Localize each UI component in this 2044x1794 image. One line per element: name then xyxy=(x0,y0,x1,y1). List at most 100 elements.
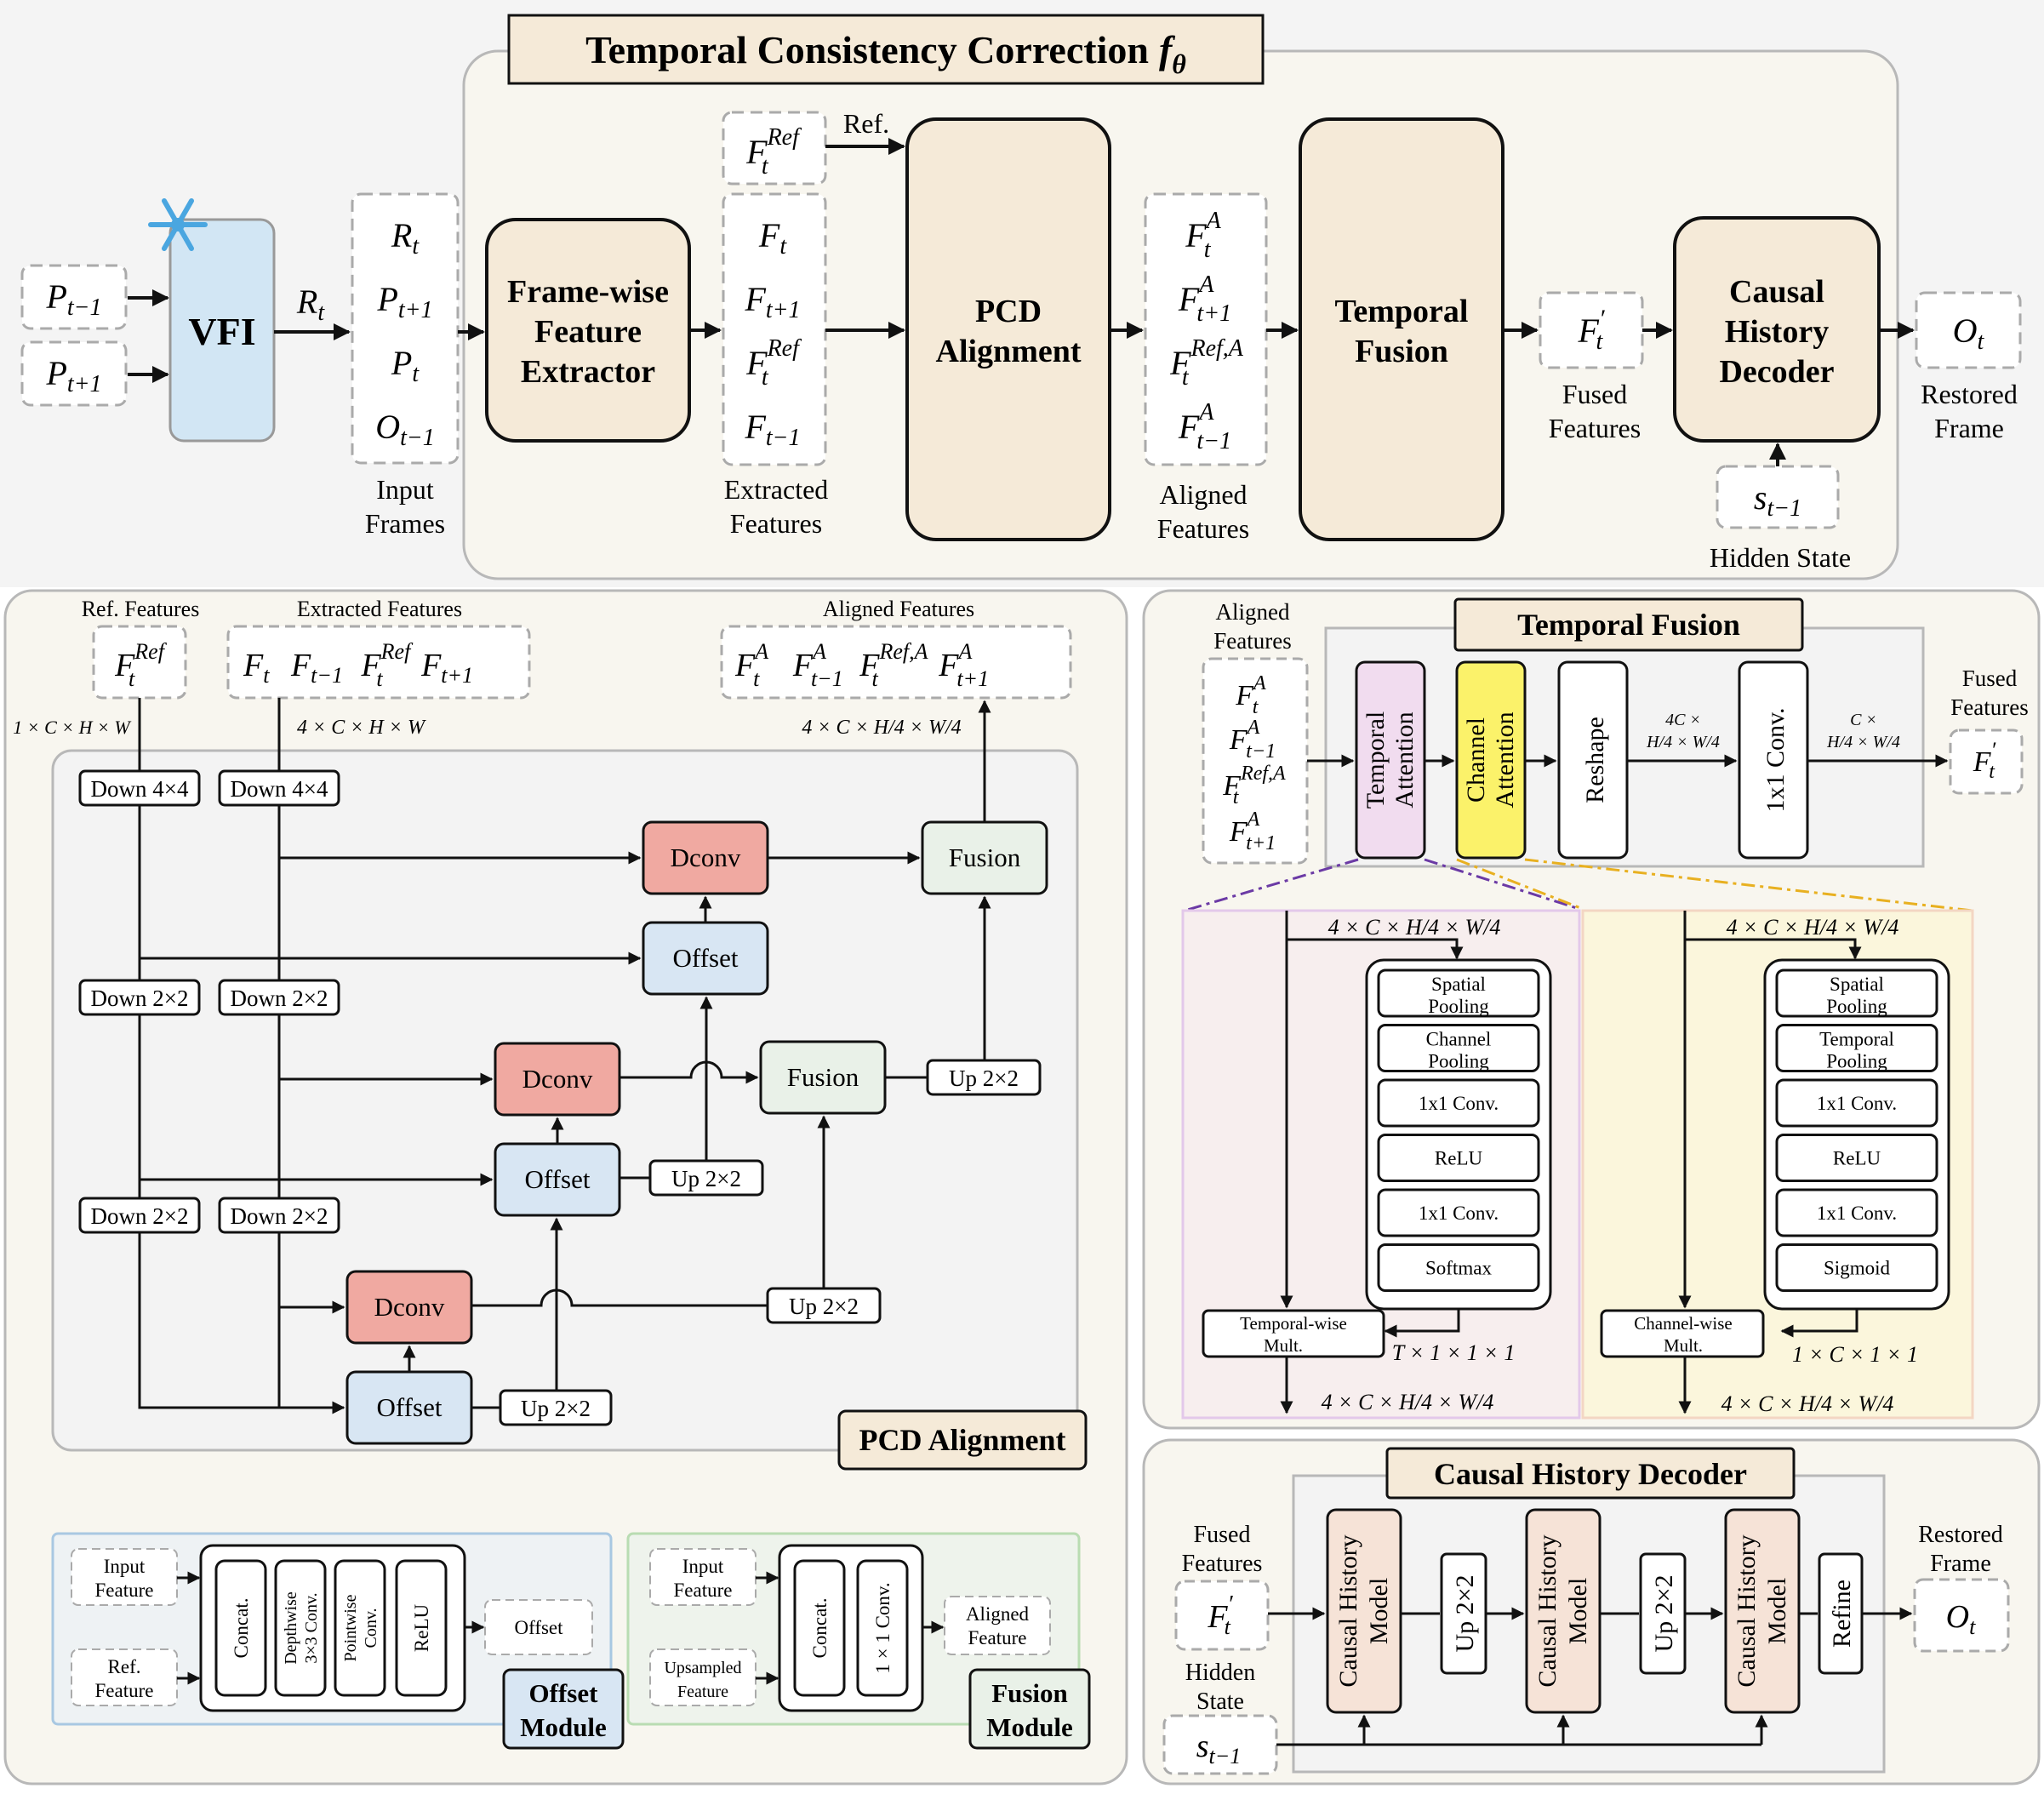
decoder-label-3: Decoder xyxy=(1719,354,1834,390)
ca-stack-block-4-label: ReLU xyxy=(1833,1148,1881,1169)
ext-down2-a-label: Down 2×2 xyxy=(231,986,328,1011)
ca-stack-block-2-label-1: Temporal xyxy=(1819,1029,1894,1050)
offset-ref-label-1: Ref. xyxy=(108,1656,141,1677)
tf-aligned-box xyxy=(1202,657,1309,865)
hidden-state-caption: Hidden State xyxy=(1710,542,1851,573)
tf-shape-conv-2: H/4 × W/4 xyxy=(1826,733,1900,751)
ref-feature-box xyxy=(722,111,827,186)
input-frames-caption-2: Frames xyxy=(365,508,445,539)
offset-output-box xyxy=(484,1599,593,1655)
frame-pt: Pt xyxy=(391,344,420,387)
ca-stack-block-1-label-1: Spatial xyxy=(1830,974,1884,995)
aligned-caption-2: Features xyxy=(1157,513,1249,544)
ca-connector-right xyxy=(1524,858,1973,912)
offset-pointwise-label-1: Pointwise xyxy=(341,1594,360,1661)
tf-reshape-label: Reshape xyxy=(1581,717,1609,803)
fused-caption-1: Fused xyxy=(1562,379,1627,409)
l2-dconv-label: Dconv xyxy=(522,1064,593,1094)
tf-label-2: Fusion xyxy=(1355,334,1448,369)
chd-model-2-label-2: Model xyxy=(1564,1578,1592,1644)
pcd-title-box xyxy=(837,1409,1088,1471)
ta-stack-block-1-label-2: Pooling xyxy=(1428,996,1489,1017)
ta-stack-block-3 xyxy=(1377,1078,1540,1128)
tf-fused-box xyxy=(1949,728,2024,795)
ca-stack-block-2 xyxy=(1775,1024,1938,1072)
extracted-caption-2: Features xyxy=(730,508,822,539)
fusion-module-title-box xyxy=(968,1668,1091,1750)
extractor-label-3: Extractor xyxy=(521,354,655,390)
tf-fused-caption-1: Fused xyxy=(1962,666,2018,691)
ext-down2-a-box xyxy=(218,979,340,1016)
ta-stack-block-4-label: ReLU xyxy=(1435,1148,1483,1169)
ta-weight-path xyxy=(1384,1309,1460,1338)
ca-stack-block-6-label: Sigmoid xyxy=(1824,1258,1890,1279)
extractor-label-2: Feature xyxy=(534,314,642,350)
ta-in-shape: 4 × C × H/4 × W/4 xyxy=(1328,915,1501,940)
output-caption-1: Restored xyxy=(1921,379,2018,409)
hidden-state-label: st−1 xyxy=(1754,478,1801,522)
l3-dconv xyxy=(345,1270,473,1345)
pcd-label-2: Alignment xyxy=(936,334,1082,369)
ref-down2-b-label: Down 2×2 xyxy=(91,1203,189,1229)
chd-model-1-label-1: Causal History xyxy=(1334,1534,1362,1687)
fusion-input-label-2: Feature xyxy=(674,1580,733,1601)
temporal-fusion-block xyxy=(1299,117,1504,541)
ta-out-shape: 4 × C × H/4 × W/4 xyxy=(1322,1390,1494,1414)
input-prev-label: Pt−1 xyxy=(45,277,101,321)
ta-mult-label-2: Mult. xyxy=(1264,1335,1303,1356)
ref-shape: 1 × C × H × W xyxy=(13,717,131,738)
ca-out-shape: 4 × C × H/4 × W/4 xyxy=(1721,1391,1894,1416)
chd-up-2-label: Up 2×2 xyxy=(1650,1574,1678,1652)
tcc-title-box xyxy=(507,14,1265,85)
chd-title-box xyxy=(1385,1447,1796,1500)
chd-output-caption-2: Frame xyxy=(1930,1551,1991,1577)
ca-stack-block-3-label: 1x1 Conv. xyxy=(1817,1093,1897,1114)
tf-shape-conv-1: C × xyxy=(1850,711,1877,729)
tf-conv-label: 1x1 Conv. xyxy=(1761,707,1790,812)
ta-stack-block-6 xyxy=(1377,1243,1540,1292)
chd-up-1-label: Up 2×2 xyxy=(1451,1574,1479,1652)
chd-model-2 xyxy=(1525,1508,1602,1714)
ta-branch xyxy=(1287,938,1464,960)
offset-module-title-box xyxy=(502,1668,625,1750)
ta-stack-block-3-label: 1x1 Conv. xyxy=(1419,1093,1499,1114)
fused-caption-2: Features xyxy=(1549,413,1641,443)
ta-mult-box xyxy=(1202,1309,1385,1358)
offset-depthwise-block xyxy=(274,1559,327,1697)
extracted-fprev: Ft−1 xyxy=(744,408,800,451)
ext-down2-b-box xyxy=(218,1197,340,1234)
ref-features-caption: Ref. Features xyxy=(82,597,200,621)
chd-fused-caption-1: Fused xyxy=(1194,1522,1251,1548)
ta-weight-shape: T × 1 × 1 × 1 xyxy=(1392,1340,1516,1365)
tf-shape-reshape-1: 4C × xyxy=(1665,711,1701,729)
fusion-output-label-2: Feature xyxy=(968,1627,1027,1648)
aligned-shape: 4 × C × H/4 × W/4 xyxy=(802,717,961,739)
ca-branch xyxy=(1685,938,1862,960)
pcd-label-1: PCD xyxy=(975,294,1042,329)
fusion-output-label-1: Aligned xyxy=(966,1603,1030,1625)
aligned-caption-1: Aligned xyxy=(1159,479,1247,510)
fused-feature-box xyxy=(1539,291,1644,369)
frame-oprev: Ot−1 xyxy=(375,408,435,451)
ext-down4-label: Down 4×4 xyxy=(231,776,328,802)
offset-depthwise-label-2: 3×3 Conv. xyxy=(302,1592,321,1663)
chd-model-2-label-1: Causal History xyxy=(1533,1534,1562,1687)
frame-pnext: Pt+1 xyxy=(376,280,432,323)
ref-down4-label: Down 4×4 xyxy=(91,776,189,802)
offset-module-title-1: Offset xyxy=(529,1678,599,1708)
frame-rt: Rt xyxy=(391,216,420,260)
pcd-aligned-box xyxy=(720,625,1072,700)
ca-in-shape: 4 × C × H/4 × W/4 xyxy=(1727,915,1899,940)
l2-offset-up-label: Up 2×2 xyxy=(671,1166,741,1191)
tf-shape-reshape-2: H/4 × W/4 xyxy=(1646,733,1720,751)
tf-temporal-attn-label-2: Attention xyxy=(1390,711,1419,808)
tf-fused-label: F′t xyxy=(1973,738,1996,783)
offset-relu-block xyxy=(395,1559,448,1697)
